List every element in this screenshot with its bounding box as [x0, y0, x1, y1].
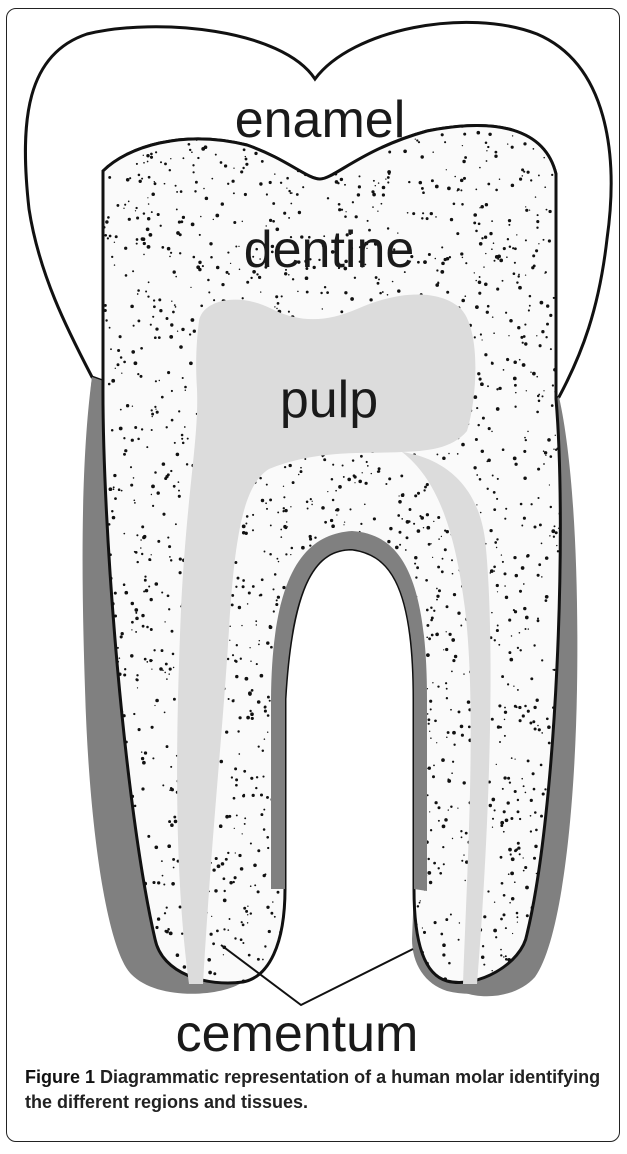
- figure-frame: enamel dentine pulp cementum Figure 1 Di…: [6, 8, 620, 1142]
- figure-label: Figure 1: [25, 1067, 95, 1087]
- figure-caption: Figure 1 Diagrammatic representation of …: [25, 1065, 615, 1115]
- cementum-furcation-band: [271, 531, 427, 891]
- molar-diagram: enamel dentine pulp cementum: [7, 9, 619, 1141]
- label-cementum: cementum: [176, 1005, 419, 1063]
- label-pulp: pulp: [280, 371, 378, 429]
- caption-text: Diagrammatic representation of a human m…: [25, 1067, 600, 1112]
- label-dentine: dentine: [244, 221, 415, 279]
- label-enamel: enamel: [235, 91, 406, 149]
